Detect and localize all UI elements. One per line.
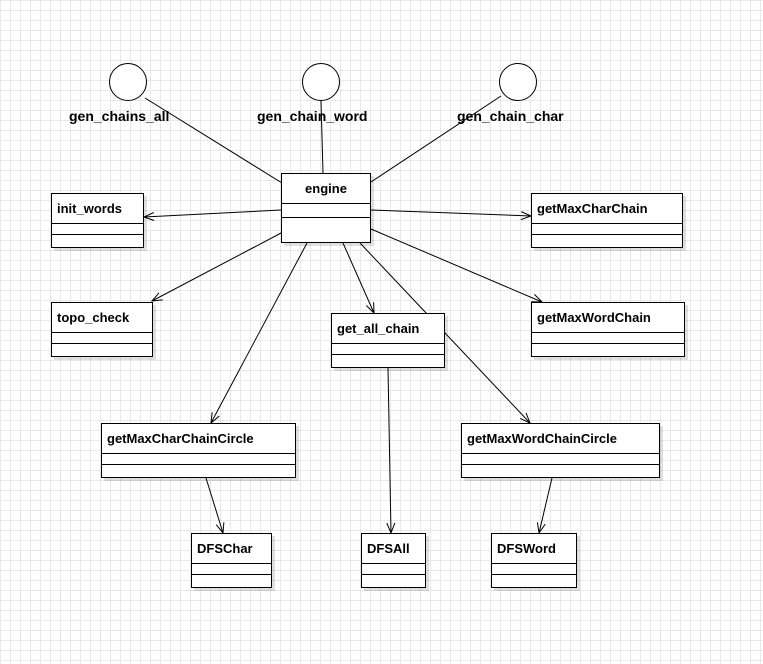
class-name-dfs-word: DFSWord [492,534,576,564]
class-attributes [192,564,271,575]
arrow-get-all-chain-dfsall [388,367,391,533]
class-methods [102,465,295,476]
class-attributes [52,333,152,344]
class-attributes [532,333,684,344]
interface-gen-chain-char[interactable] [499,63,537,101]
class-dfs-word[interactable]: DFSWord [491,533,577,588]
class-name-dfs-all: DFSAll [362,534,425,564]
class-name-init-words: init_words [52,194,143,224]
arrow-engine-max-word-circle [359,242,530,423]
class-name-topo-check: topo_check [52,303,152,333]
class-name-get-max-char-chain: getMaxCharChain [532,194,682,224]
link-gen-chains-all [144,97,283,184]
class-methods [52,235,143,246]
class-name-get-max-char-chain-circle: getMaxCharChainCircle [102,424,295,454]
arrow-engine-max-char-chain [370,209,531,216]
class-name-get-max-word-chain-circle: getMaxWordChainCircle [462,424,659,454]
class-topo-check[interactable]: topo_check [51,302,153,357]
class-methods [492,575,576,586]
interface-label-gen-chain-char: gen_chain_char [457,108,564,124]
class-methods [52,344,152,355]
class-methods [532,344,684,355]
class-methods [362,575,425,586]
arrow-engine-get-all-chain [342,242,374,313]
class-engine[interactable]: engine [281,173,371,243]
interface-gen-chain-word[interactable] [302,63,340,101]
class-get-all-chain[interactable]: get_all_chain [331,313,445,368]
class-init-words[interactable]: init_words [51,193,144,248]
interface-label-gen-chains-all: gen_chains_all [69,108,170,124]
class-name-dfs-char: DFSChar [192,534,271,564]
class-dfs-all[interactable]: DFSAll [361,533,426,588]
class-get-max-word-chain[interactable]: getMaxWordChain [531,302,685,357]
interface-label-gen-chain-word: gen_chain_word [257,108,368,124]
interface-gen-chains-all[interactable] [109,63,147,101]
class-name-get-all-chain: get_all_chain [332,314,444,344]
class-methods [282,218,370,229]
class-attributes [462,454,659,465]
class-attributes [492,564,576,575]
class-get-max-word-chain-circle[interactable]: getMaxWordChainCircle [461,423,660,478]
arrow-engine-init-words [144,209,282,217]
link-gen-chain-char [370,95,502,183]
class-attributes [532,224,682,235]
class-attributes [332,344,444,355]
class-attributes [102,454,295,465]
class-attributes [362,564,425,575]
class-methods [532,235,682,246]
arrow-max-word-circle-dfsword [539,477,553,533]
arrow-engine-max-word-chain [370,228,542,302]
class-methods [462,465,659,476]
class-get-max-char-chain[interactable]: getMaxCharChain [531,193,683,248]
class-methods [332,355,444,366]
class-methods [192,575,271,586]
class-name-get-max-word-chain: getMaxWordChain [532,303,684,333]
class-dfs-char[interactable]: DFSChar [191,533,272,588]
arrow-engine-max-char-circle [211,242,308,423]
class-attributes [52,224,143,235]
arrow-max-char-circle-dfschar [205,477,223,533]
arrow-engine-topo-check [152,231,284,301]
class-name-engine: engine [282,174,370,204]
class-attributes [282,204,370,218]
class-get-max-char-chain-circle[interactable]: getMaxCharChainCircle [101,423,296,478]
link-gen-chain-word [320,100,324,174]
